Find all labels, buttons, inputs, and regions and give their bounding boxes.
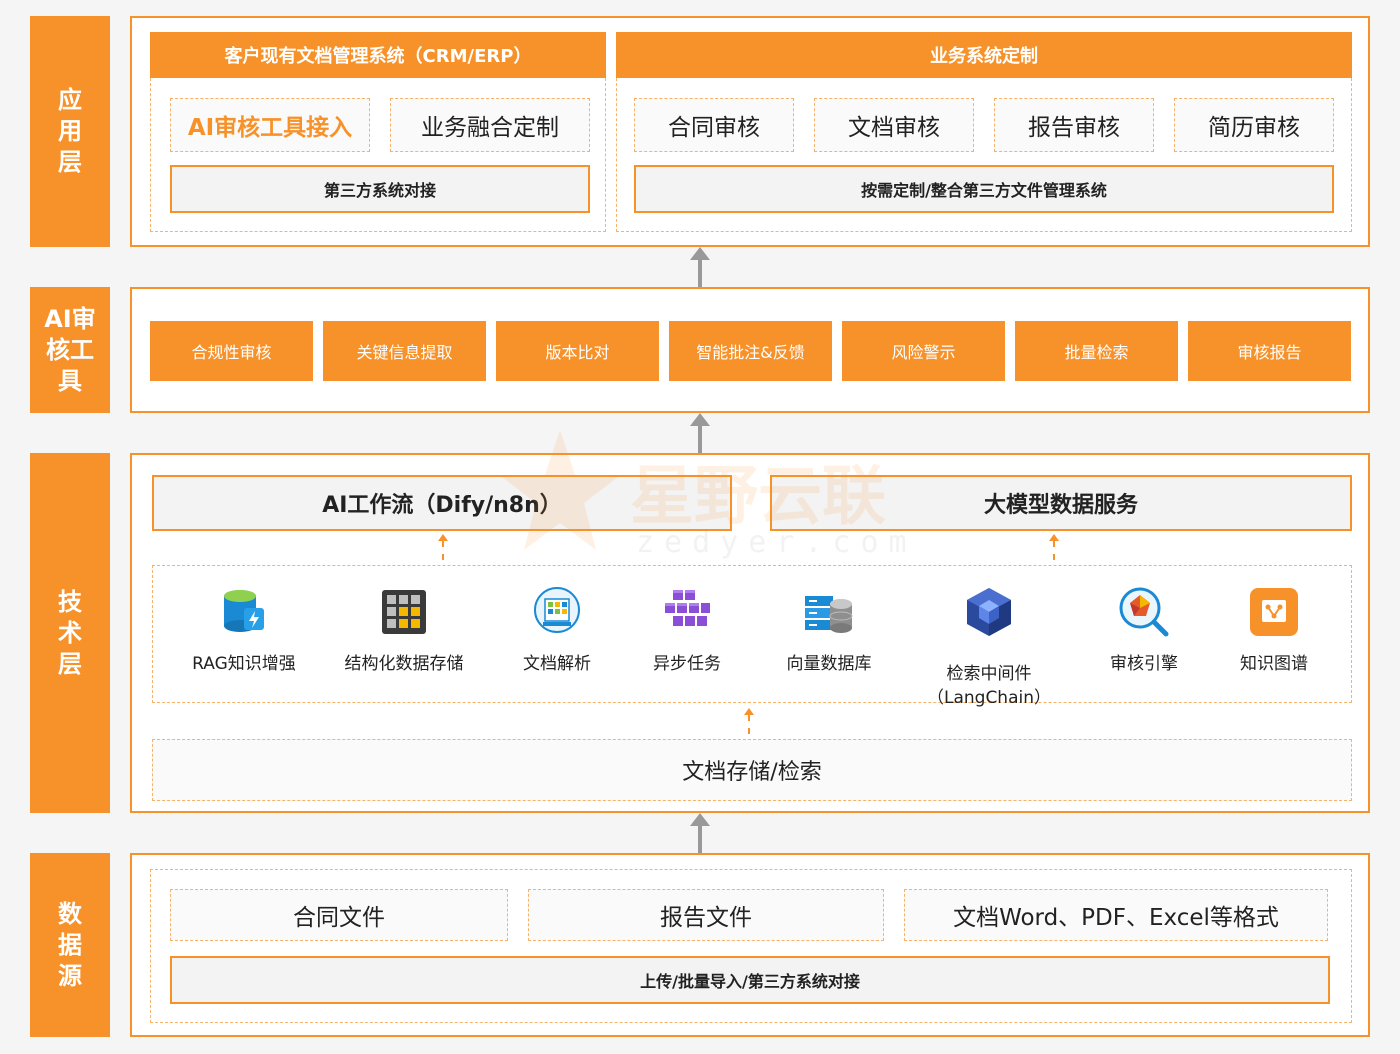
contract-files-button[interactable]: 合同文件 (170, 889, 508, 941)
layer-label-tech: 技术层 (30, 453, 110, 813)
dashed-up-arrow-icon (438, 534, 448, 560)
ai-workflow-box[interactable]: AI工作流（Dify/n8n） (152, 475, 732, 531)
component-label: 检索中间件 （LangChain） (926, 664, 1051, 708)
business-fusion-button[interactable]: 业务融合定制 (390, 98, 590, 152)
async-task-component[interactable]: 异步任务 (607, 586, 767, 676)
version-compare-button[interactable]: 版本比对 (496, 321, 659, 381)
component-label: 向量数据库 (786, 654, 872, 674)
batch-search-button[interactable]: 批量检索 (1015, 321, 1178, 381)
database-icon (224, 590, 264, 632)
grid-table-icon (382, 590, 426, 634)
up-arrow-icon (690, 247, 710, 287)
report-files-button[interactable]: 报告文件 (528, 889, 884, 941)
smart-annotation-button[interactable]: 智能批注&反馈 (669, 321, 832, 381)
vector-db-component[interactable]: 向量数据库 (749, 586, 909, 676)
business-customization-frame (616, 78, 1352, 232)
model-data-service-box[interactable]: 大模型数据服务 (770, 475, 1352, 531)
structured-storage-component[interactable]: 结构化数据存储 (324, 586, 484, 676)
vector-db-icon (805, 596, 853, 633)
ai-tool-integration-button[interactable]: AI审核工具接入 (170, 98, 370, 152)
risk-alert-button[interactable]: 风险警示 (842, 321, 1005, 381)
review-report-button[interactable]: 审核报告 (1188, 321, 1351, 381)
key-info-extraction-button[interactable]: 关键信息提取 (323, 321, 486, 381)
cube-stack-icon (967, 588, 1011, 636)
review-engine-component[interactable]: 审核引擎 (1064, 586, 1224, 676)
contract-review-button[interactable]: 合同审核 (634, 98, 794, 152)
document-parse-icon (534, 587, 580, 633)
crm-erp-header: 客户现有文档管理系统（CRM/ERP） (150, 32, 606, 78)
custom-file-system-bar[interactable]: 按需定制/整合第三方文件管理系统 (634, 165, 1334, 213)
retrieval-middleware-component[interactable]: 检索中间件 （LangChain） (909, 586, 1069, 710)
component-label: RAG知识增强 (192, 654, 296, 674)
cubes-icon (665, 590, 710, 626)
data-source-panel: 合同文件 报告文件 文档Word、PDF、Excel等格式 上传/批量导入/第三… (130, 853, 1370, 1037)
layer-label-data-source: 数据源 (30, 853, 110, 1037)
layer-label-ai-tools: AI审核工具 (30, 287, 110, 413)
component-label: 知识图谱 (1240, 654, 1308, 674)
layer-label-application: 应用层 (30, 16, 110, 247)
component-label: 文档解析 (523, 654, 591, 674)
resume-review-button[interactable]: 简历审核 (1174, 98, 1334, 152)
compliance-review-button[interactable]: 合规性审核 (150, 321, 313, 381)
rag-component[interactable]: RAG知识增强 (164, 586, 324, 676)
dashed-up-arrow-icon (744, 708, 754, 734)
report-review-button[interactable]: 报告审核 (994, 98, 1154, 152)
document-formats-button[interactable]: 文档Word、PDF、Excel等格式 (904, 889, 1328, 941)
up-arrow-icon (690, 413, 710, 453)
business-customization-header: 业务系统定制 (616, 32, 1352, 78)
tech-panel: AI工作流（Dify/n8n） 大模型数据服务 RAG知识增强 (130, 453, 1370, 813)
ai-tools-panel: 合规性审核 关键信息提取 版本比对 智能批注&反馈 风险警示 批量检索 审核报告 (130, 287, 1370, 413)
document-review-button[interactable]: 文档审核 (814, 98, 974, 152)
upload-import-bar[interactable]: 上传/批量导入/第三方系统对接 (170, 956, 1330, 1004)
components-frame: RAG知识增强 结构化数据存储 (152, 565, 1354, 708)
dashed-up-arrow-icon (1049, 534, 1059, 560)
application-panel: 客户现有文档管理系统（CRM/ERP） AI审核工具接入 业务融合定制 第三方系… (130, 16, 1370, 247)
magnifier-engine-icon (1119, 587, 1169, 637)
component-label: 结构化数据存储 (344, 654, 464, 674)
crm-erp-frame (150, 78, 606, 232)
knowledge-graph-icon (1250, 588, 1298, 636)
up-arrow-icon (690, 813, 710, 853)
third-party-integration-bar[interactable]: 第三方系统对接 (170, 165, 590, 213)
component-label: 审核引擎 (1110, 654, 1178, 674)
data-source-frame (150, 869, 1352, 1023)
component-label: 异步任务 (653, 654, 721, 674)
document-parse-component[interactable]: 文档解析 (477, 586, 637, 676)
knowledge-graph-component[interactable]: 知识图谱 (1194, 586, 1354, 676)
document-storage-box[interactable]: 文档存储/检索 (152, 739, 1352, 801)
